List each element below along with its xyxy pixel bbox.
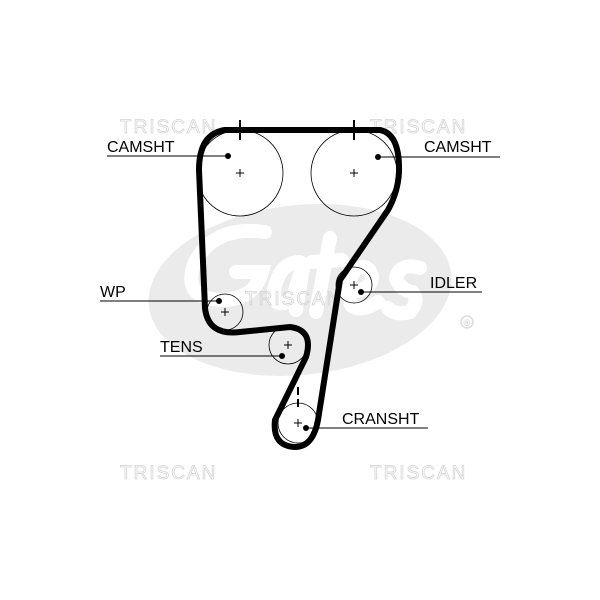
gates-logo-lettering xyxy=(184,223,427,321)
idler-pulley xyxy=(335,266,373,304)
center-marks xyxy=(221,169,358,427)
triscan-watermark: TRISCAN xyxy=(370,463,467,484)
label-idler: IDLER xyxy=(430,275,477,292)
label-water-pump: WP xyxy=(100,284,126,301)
registered-mark: ® xyxy=(464,318,471,328)
cam-timing-marks xyxy=(239,120,355,140)
label-tensioner: TENS xyxy=(160,339,203,356)
triscan-watermark: TRISCAN xyxy=(245,289,342,310)
label-camshaft-right: CAMSHT xyxy=(424,139,492,156)
label-crankshaft: CRANSHT xyxy=(342,411,420,428)
triscan-watermark: TRISCAN xyxy=(120,117,217,138)
leader-lines xyxy=(100,155,500,429)
triscan-watermark: TRISCAN xyxy=(120,463,217,484)
triscan-watermark: TRISCAN xyxy=(370,117,467,138)
leader-dots xyxy=(216,153,381,431)
label-camshaft-left: CAMSHT xyxy=(107,139,175,156)
timing-belt xyxy=(196,127,403,450)
